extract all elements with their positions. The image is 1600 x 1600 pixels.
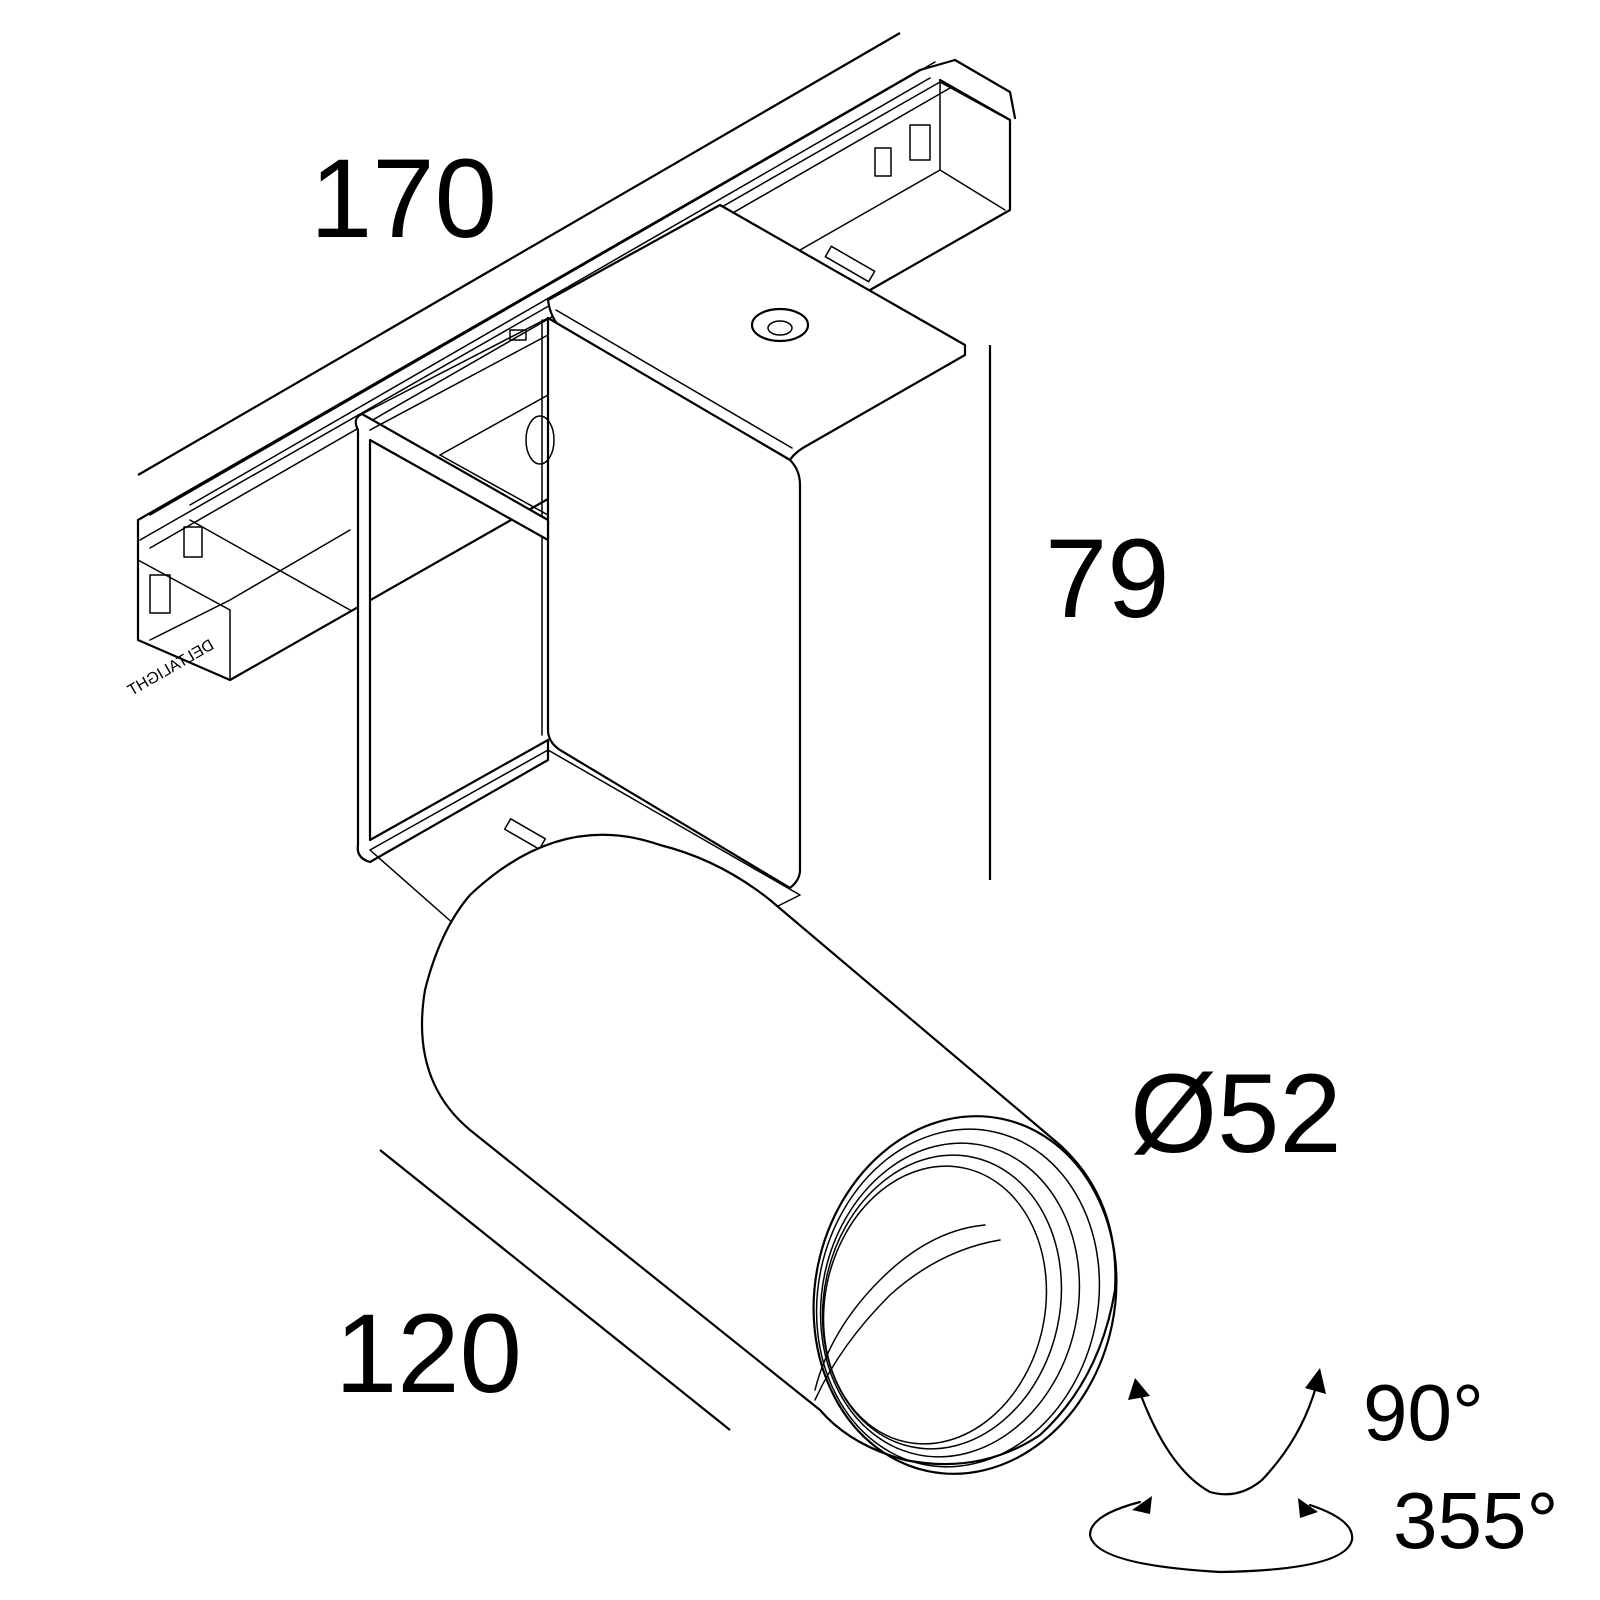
pan-arrow-icon [1088, 1496, 1354, 1574]
dim-length-label: 170 [310, 136, 497, 261]
dim-head-length-label: 120 [335, 1291, 522, 1416]
pan-angle-label: 355° [1393, 1476, 1558, 1565]
spot-head [420, 833, 1118, 1475]
adapter-box [354, 203, 967, 926]
dim-height-label: 79 [1045, 516, 1170, 641]
dim-line-length [137, 32, 901, 476]
dim-line-head-length [379, 1149, 731, 1431]
tilt-angle-label: 90° [1363, 1368, 1484, 1457]
dim-diameter-label: Ø52 [1130, 1051, 1342, 1176]
tilt-arrow-icon [1128, 1368, 1326, 1496]
